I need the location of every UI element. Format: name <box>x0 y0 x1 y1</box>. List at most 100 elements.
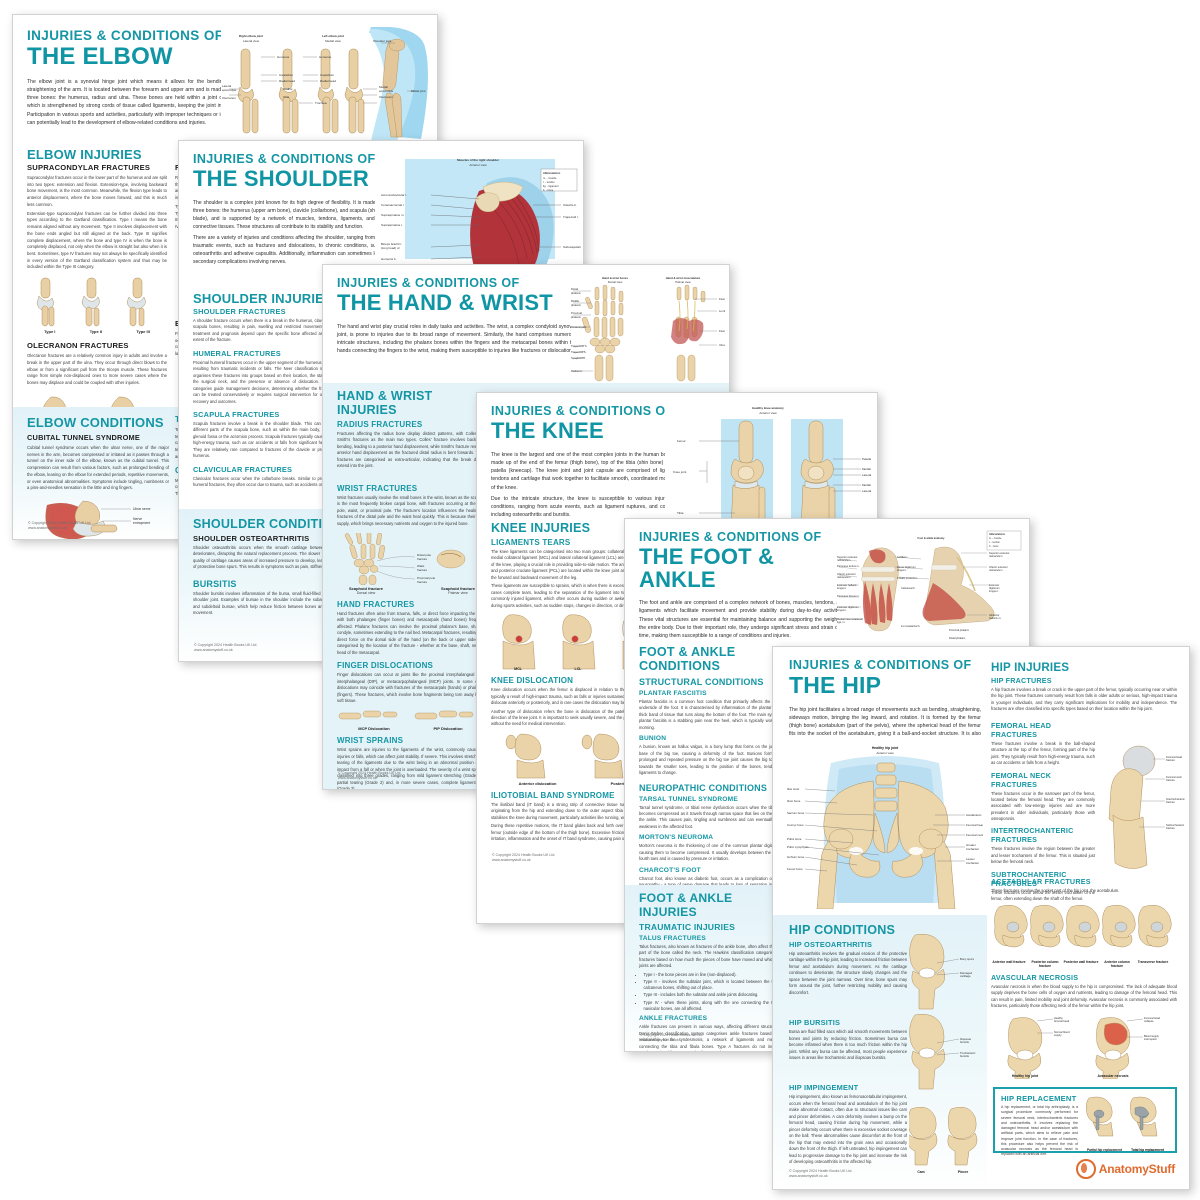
subsection-neuropathic-conditions: NEUROPATHIC CONDITIONS <box>639 782 768 793</box>
poster-kicker: INJURIES & CONDITIONS OF <box>27 28 224 43</box>
body-para: Ankle fractures can present in various w… <box>639 1024 789 1051</box>
section-heading-hip-injuries: HIP INJURIES <box>991 661 1070 674</box>
copyright: © Copyright 2024 Health Books UK Ltd. ww… <box>338 770 402 780</box>
svg-text:Pincer: Pincer <box>958 1170 969 1174</box>
svg-text:(long head) of: (long head) of <box>381 246 400 250</box>
section-heading-hand-wrist-injuries: HAND & WRIST INJURIES <box>337 389 433 417</box>
body-para: Scapula fractures involve a break in the… <box>193 420 333 459</box>
svg-text:Acetabulum: Acetabulum <box>966 813 982 817</box>
svg-text:MCL: MCL <box>514 667 523 671</box>
svg-text:Waist: Waist <box>417 564 425 568</box>
body-para: The knee ligaments can be categorised in… <box>491 549 677 580</box>
svg-text:Anterior view: Anterior view <box>469 163 487 167</box>
svg-text:Dorsal view: Dorsal view <box>608 280 623 284</box>
svg-text:Medial condyle: Medial condyle <box>862 467 871 471</box>
body-para: Avascular necrosis is when the blood sup… <box>991 984 1177 1009</box>
poster-intro: The hand and wrist play crucial roles in… <box>337 323 577 355</box>
svg-text:Lumbrical m.: Lumbrical m. <box>719 309 725 313</box>
subsection-scapula-fractures: SCAPULA FRACTURES <box>193 409 280 419</box>
svg-text:Femoral head: Femoral head <box>1144 1016 1161 1020</box>
poster-kicker: INJURIES & CONDITIONS OF <box>337 276 520 290</box>
svg-text:t. - tendon: t. - tendon <box>989 541 1000 544</box>
section-heading-shoulder-conditions: SHOULDER CONDITIONS <box>193 517 351 531</box>
section-heading-foot-ankle-injuries: FOOT & ANKLE INJURIES <box>639 891 733 919</box>
svg-text:Femur bone: Femur bone <box>787 867 803 871</box>
svg-text:Inferior extensor: Inferior extensor <box>837 572 856 576</box>
svg-text:digitorum: digitorum <box>989 586 1000 590</box>
poster-kicker: INJURIES & CONDITIONS OF <box>789 658 972 672</box>
subsection-traumatic-injuries: TRAUMATIC INJURIES <box>639 922 736 932</box>
subsection-structural-conditions: STRUCTURAL CONDITIONS <box>639 677 764 687</box>
svg-text:Proximal: Proximal <box>571 311 582 315</box>
figure-label: Scaphoid fracture <box>348 585 383 591</box>
svg-text:Greater: Greater <box>966 843 976 847</box>
figure-knee-dislocations: Anterior dislocation Posterior dislocati… <box>491 732 677 786</box>
svg-text:Capitellum: Capitellum <box>279 73 294 77</box>
svg-text:Ischium bone: Ischium bone <box>787 855 805 859</box>
figure-sublabel: Dorsal view <box>356 590 376 595</box>
body-para: Hip impingement, also known as femoroace… <box>789 1094 907 1164</box>
body-para: Bursa are fluid filled sacs which aid sm… <box>789 1029 907 1060</box>
svg-text:Iliac crest: Iliac crest <box>787 787 799 791</box>
svg-text:Left elbow joint: Left elbow joint <box>322 34 344 38</box>
svg-text:retinaculum: retinaculum <box>837 575 850 579</box>
svg-text:Coccyx bone: Coccyx bone <box>787 823 804 827</box>
figure-label: MCP Dislocation <box>358 726 390 732</box>
svg-text:bursitis: bursitis <box>960 1054 969 1058</box>
copyright: © Copyright 2024 Health Books UK Ltd. ww… <box>640 1032 704 1042</box>
subsection-tarsal-tunnel-syndrome: TARSAL TUNNEL SYNDROME <box>639 795 738 803</box>
svg-text:trochanter: trochanter <box>966 847 979 851</box>
subsection-acetabular-fractures: ACETABULAR FRACTURES <box>991 877 1091 886</box>
callout-title: HIP REPLACEMENT <box>1001 1094 1077 1103</box>
figure-label: Type II <box>89 329 103 335</box>
svg-text:retinaculum: retinaculum <box>989 568 1002 572</box>
poster-intro: The knee is the largest and one of the m… <box>491 451 683 491</box>
svg-text:Distal pole: Distal pole <box>417 553 431 557</box>
svg-text:Extensor digitorum: Extensor digitorum <box>837 605 859 609</box>
poster-hip[interactable]: INJURIES & CONDITIONS OF THE HIP The hip… <box>772 646 1190 1190</box>
svg-text:Lesser: Lesser <box>966 857 975 861</box>
svg-text:Healthy: Healthy <box>1054 1016 1063 1020</box>
subsection-iliotibial-band-syndrome: ILIOTOBIAL BAND SYNDROME <box>491 790 615 800</box>
svg-text:m. - muscle: m. - muscle <box>543 176 557 180</box>
svg-text:Ulna b.: Ulna b. <box>719 343 725 347</box>
body-para: These fractures occur in the narrower pa… <box>991 790 1095 822</box>
svg-text:Cam: Cam <box>917 1170 924 1174</box>
svg-text:b. - bone: b. - bone <box>543 188 554 192</box>
svg-text:Bony spurs: Bony spurs <box>960 957 975 961</box>
svg-text:Humerus b.: Humerus b. <box>381 257 397 261</box>
svg-text:m. - muscle: m. - muscle <box>989 537 1002 540</box>
svg-text:retinaculum: retinaculum <box>989 554 1002 558</box>
poster-title: THE HIP <box>789 672 882 699</box>
svg-text:hallucis m.: hallucis m. <box>989 616 1002 620</box>
svg-text:Normal blood: Normal blood <box>1054 1030 1070 1034</box>
svg-text:t. - tendon: t. - tendon <box>543 180 555 184</box>
svg-text:Hand & wrist musculature: Hand & wrist musculature <box>666 276 701 280</box>
body-para: A hip fracture involves a break or crack… <box>991 687 1177 712</box>
svg-text:Extensor: Extensor <box>989 583 999 587</box>
poster-intro: The elbow joint is a synovial hinge join… <box>27 78 237 126</box>
body-para: During these repetitive motions, the IT … <box>491 823 677 842</box>
body-para: The iliotibial band (IT band) is a stron… <box>491 801 677 820</box>
svg-text:Trochlea: Trochlea <box>315 101 327 105</box>
body-para: A shoulder fracture occurs when there is… <box>193 318 333 343</box>
section-heading-elbow-injuries: ELBOW INJURIES <box>27 147 142 162</box>
body-para: Olecranon fractures are a relatively com… <box>27 353 167 386</box>
svg-text:Anterior view: Anterior view <box>876 751 894 755</box>
figure-supracondylar-types: Type I Type II Type III <box>27 276 167 334</box>
svg-text:Abbreviations: Abbreviations <box>543 171 561 175</box>
svg-text:Subscapularis m.: Subscapularis m. <box>563 245 581 249</box>
svg-text:Femoral neck: Femoral neck <box>966 833 983 837</box>
subsection-ankle-fractures: ANKLE FRACTURES <box>639 1015 708 1023</box>
subsection-bunion: BUNION <box>639 735 667 743</box>
svg-text:Trapezoid b.: Trapezoid b. <box>571 350 587 354</box>
subsection-olecranon-fractures: OLECRANON FRACTURES <box>27 341 129 351</box>
poster-title: THE KNEE <box>491 418 604 444</box>
svg-text:Avascular necrosis: Avascular necrosis <box>1098 1074 1129 1078</box>
svg-text:Radius b.: Radius b. <box>571 369 583 373</box>
svg-text:Lateral condyle: Lateral condyle <box>862 489 871 493</box>
